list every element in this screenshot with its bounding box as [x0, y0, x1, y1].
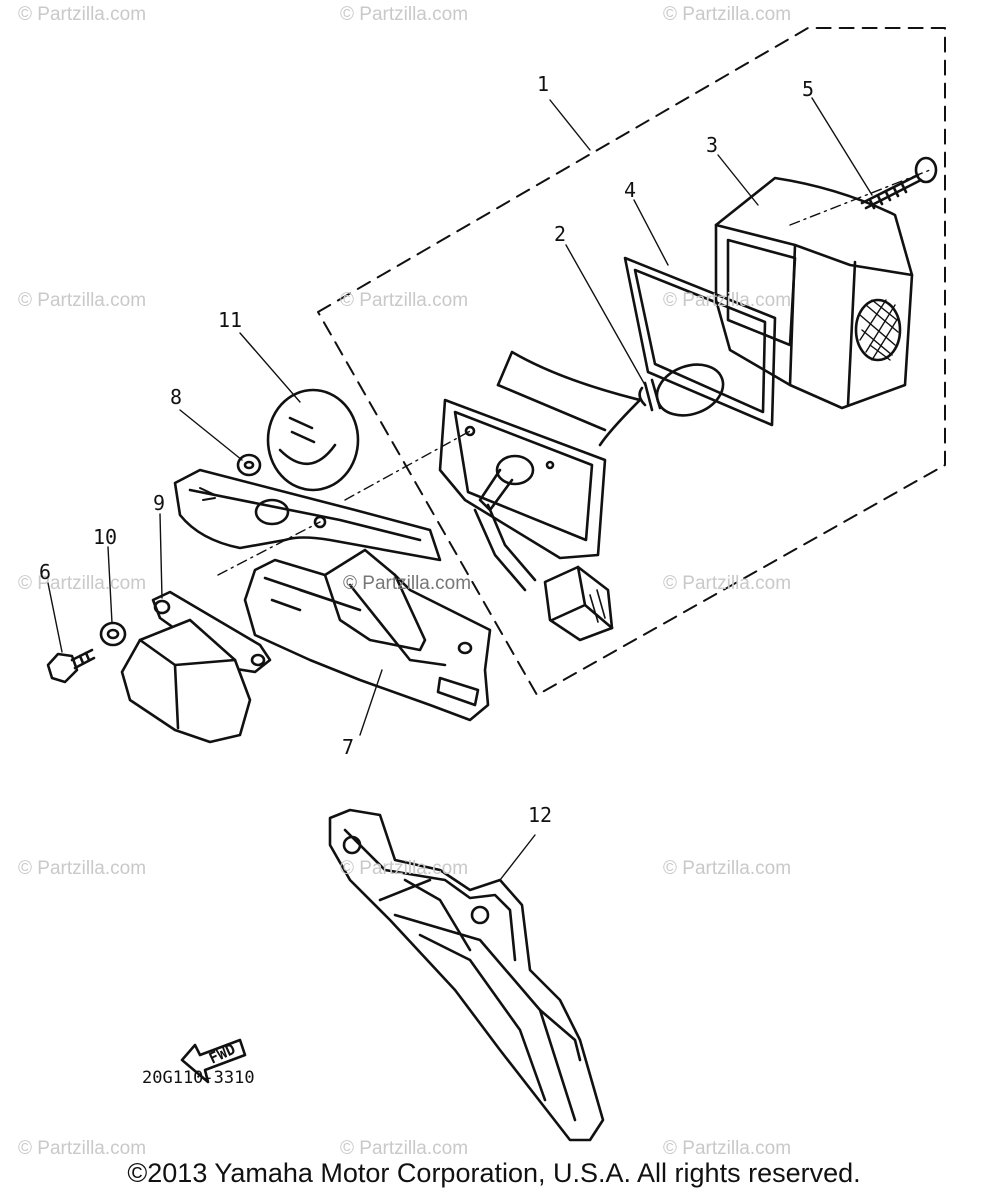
watermark: © Partzilla.com: [18, 4, 147, 25]
watermark: © Partzilla.com: [663, 4, 792, 25]
copyright-notice: ©2013 Yamaha Motor Corporation, U.S.A. A…: [127, 1158, 861, 1188]
mud-guard[interactable]: [328, 808, 605, 1142]
watermark: © Partzilla.com: [663, 858, 792, 879]
callout-8[interactable]: 8: [169, 385, 183, 409]
callout-7[interactable]: 7: [341, 735, 355, 759]
bulb[interactable]: [638, 356, 731, 424]
rubber-cap[interactable]: [266, 388, 360, 492]
callout-9[interactable]: 9: [152, 491, 166, 515]
lens-gasket[interactable]: [623, 256, 777, 427]
watermark: © Partzilla.com: [340, 4, 469, 25]
wire-connector[interactable]: [543, 565, 614, 642]
lamp-base[interactable]: [438, 350, 642, 592]
watermark: © Partzilla.com: [340, 290, 469, 311]
lens-screw[interactable]: [860, 156, 938, 210]
diagram-part-code: 20G110-3310: [142, 1068, 255, 1088]
watermark: © Partzilla.com: [343, 573, 472, 594]
callout-6[interactable]: 6: [38, 560, 52, 584]
watermark: © Partzilla.com: [18, 573, 147, 594]
callout-5[interactable]: 5: [801, 77, 815, 101]
callout-3[interactable]: 3: [705, 133, 719, 157]
callout-11[interactable]: 11: [217, 308, 243, 332]
callout-1[interactable]: 1: [536, 72, 550, 96]
washer-10[interactable]: [99, 621, 127, 647]
watermark: © Partzilla.com: [340, 858, 469, 879]
callout-4[interactable]: 4: [623, 178, 637, 202]
nut-8[interactable]: [236, 453, 262, 477]
bolt-6[interactable]: [46, 648, 96, 684]
reflector[interactable]: [120, 618, 252, 744]
watermark: © Partzilla.com: [18, 290, 147, 311]
assembly-boundary: [317, 27, 946, 696]
watermark: © Partzilla.com: [18, 1138, 147, 1159]
fwd-label: FWD: [206, 1040, 238, 1068]
callout-10[interactable]: 10: [92, 525, 118, 549]
watermark: © Partzilla.com: [663, 290, 792, 311]
watermark: © Partzilla.com: [663, 1138, 792, 1159]
watermark: © Partzilla.com: [18, 858, 147, 879]
watermark: © Partzilla.com: [663, 573, 792, 594]
license-plate-frame[interactable]: [243, 548, 492, 722]
callout-2[interactable]: 2: [553, 222, 567, 246]
watermark: © Partzilla.com: [340, 1138, 469, 1159]
callout-12[interactable]: 12: [527, 803, 553, 827]
fwd-arrow-icon: [180, 1038, 247, 1084]
